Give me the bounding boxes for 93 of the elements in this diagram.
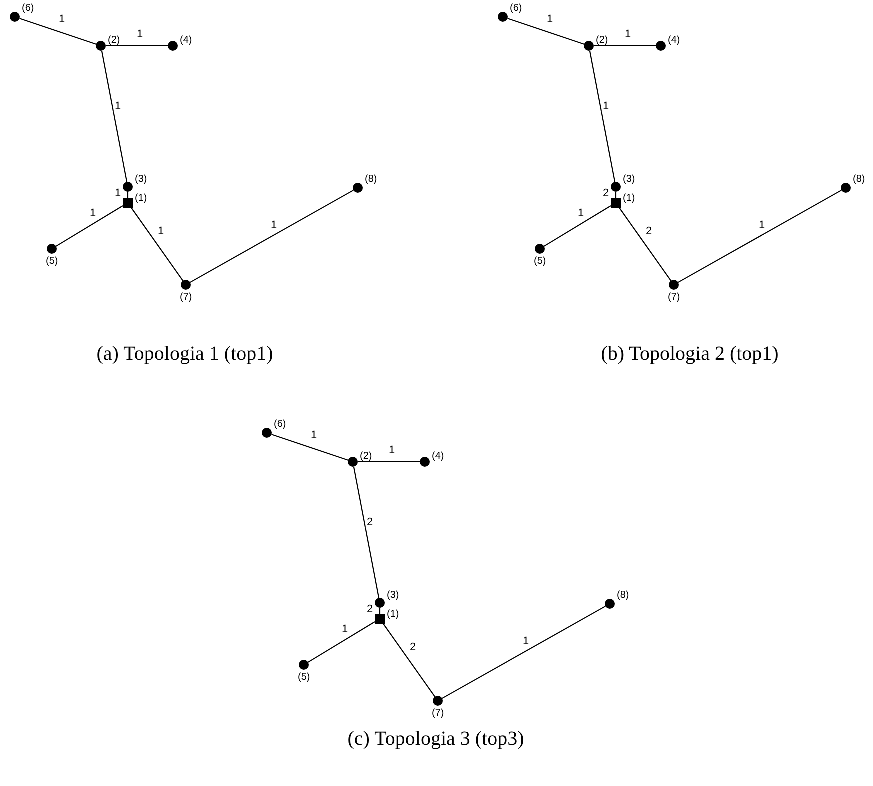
node-label: (4) xyxy=(180,36,192,46)
circle-node xyxy=(611,182,621,192)
edge-label: 1 xyxy=(310,430,318,442)
edge-label: 2 xyxy=(408,642,418,654)
subfigure-caption: (c) Topologia 3 (top3) xyxy=(348,728,524,751)
edge-label: 2 xyxy=(366,518,374,528)
circle-node xyxy=(168,41,178,51)
node-label: (4) xyxy=(432,452,444,462)
node-label: (5) xyxy=(298,673,310,683)
connector-line xyxy=(619,208,672,282)
connector-line xyxy=(678,190,842,284)
circle-node xyxy=(123,182,133,192)
edge-label: 1 xyxy=(522,636,530,648)
edge-label: 1 xyxy=(546,14,554,26)
node-label: (2) xyxy=(596,36,608,46)
edge-label: 1 xyxy=(136,30,144,40)
node-label: (7) xyxy=(180,293,192,303)
connector-line xyxy=(615,192,617,198)
square-node xyxy=(123,198,133,208)
node-label: (2) xyxy=(108,36,120,46)
circle-node xyxy=(669,280,679,290)
edge-label: 1 xyxy=(114,102,122,112)
connector-line xyxy=(383,624,436,698)
node-label: (8) xyxy=(617,591,630,601)
connector-line xyxy=(594,45,656,47)
edge-label: 2 xyxy=(602,188,610,200)
edge-label: 1 xyxy=(58,14,66,26)
node-label: (8) xyxy=(365,175,378,185)
connector-line xyxy=(379,608,381,614)
connector-line xyxy=(508,18,584,45)
circle-node xyxy=(262,428,272,438)
circle-node xyxy=(299,660,309,670)
node-label: (1) xyxy=(623,194,636,204)
node-label: (1) xyxy=(135,194,148,204)
square-node xyxy=(375,614,385,624)
connector-line xyxy=(308,622,376,663)
node-label: (7) xyxy=(668,293,680,303)
node-label: (1) xyxy=(387,610,400,620)
edge-label: 1 xyxy=(270,220,278,232)
circle-node xyxy=(605,599,615,609)
node-label: (3) xyxy=(623,175,636,185)
connector-line xyxy=(106,45,168,47)
edge-label: 1 xyxy=(88,208,98,220)
edge-label: 1 xyxy=(114,188,122,200)
connector-line xyxy=(131,208,184,282)
edge-label: 1 xyxy=(624,30,632,40)
connector-line xyxy=(101,50,128,182)
connector-line xyxy=(353,466,380,598)
edge-label: 1 xyxy=(602,102,610,112)
node-label: (5) xyxy=(46,257,58,267)
node-label: (4) xyxy=(668,36,680,46)
circle-node xyxy=(10,12,20,22)
connector-line xyxy=(56,206,124,247)
node-label: (3) xyxy=(387,591,400,601)
edge-label: 2 xyxy=(644,226,654,238)
node-label: (7) xyxy=(432,709,444,719)
subfigure-caption: (a) Topologia 1 (top1) xyxy=(96,343,274,366)
node-label: (2) xyxy=(360,452,372,462)
node-label: (8) xyxy=(853,175,866,185)
circle-node xyxy=(535,244,545,254)
edge-label: 1 xyxy=(758,220,766,232)
node-label: (3) xyxy=(135,175,148,185)
node-label: (5) xyxy=(534,257,546,267)
circle-node xyxy=(348,457,358,467)
node-label: (6) xyxy=(22,4,34,14)
subfigure-caption: (b) Topologia 2 (top1) xyxy=(601,343,779,366)
node-label: (6) xyxy=(274,420,286,430)
circle-node xyxy=(656,41,666,51)
circle-node xyxy=(181,280,191,290)
circle-node xyxy=(353,183,363,193)
edge-label: 1 xyxy=(156,226,166,238)
circle-node xyxy=(433,696,443,706)
connector-line xyxy=(190,190,354,284)
circle-node xyxy=(498,12,508,22)
edge-label: 2 xyxy=(366,604,374,616)
connector-line xyxy=(442,606,606,700)
connector-line xyxy=(272,434,348,461)
connector-line xyxy=(589,50,616,182)
circle-node xyxy=(96,41,106,51)
connector-line xyxy=(358,461,420,463)
circle-node xyxy=(375,598,385,608)
circle-node xyxy=(47,244,57,254)
edge-label: 1 xyxy=(388,446,396,456)
connector-line xyxy=(544,206,612,247)
circle-node xyxy=(841,183,851,193)
node-label: (6) xyxy=(510,4,522,14)
connector-line xyxy=(20,18,96,45)
connector-line xyxy=(127,192,129,198)
square-node xyxy=(611,198,621,208)
circle-node xyxy=(584,41,594,51)
circle-node xyxy=(420,457,430,467)
edge-label: 1 xyxy=(576,208,586,220)
edge-label: 1 xyxy=(340,624,350,636)
